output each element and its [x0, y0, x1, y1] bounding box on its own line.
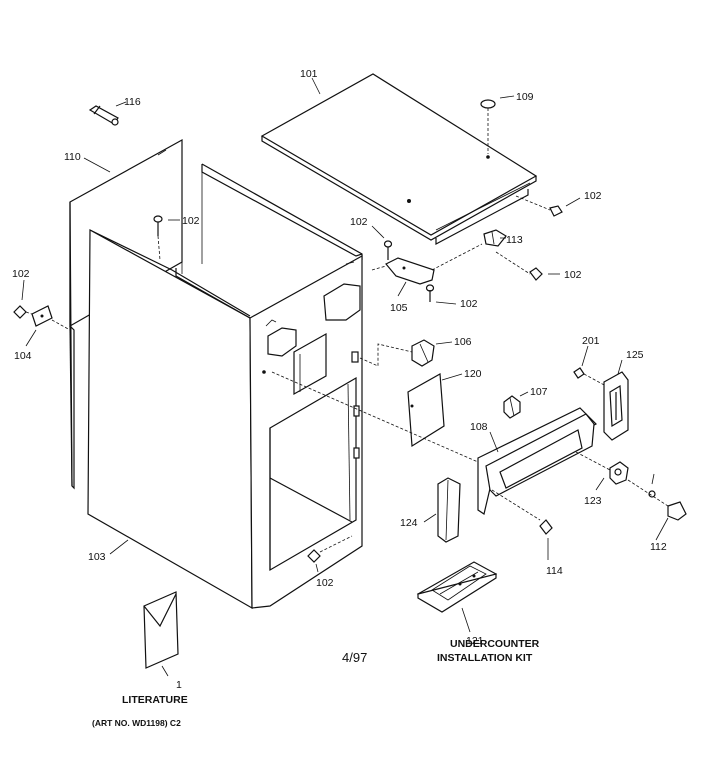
screw-handle	[539, 519, 553, 535]
label-101: 101	[300, 68, 318, 80]
label-104: 104	[14, 350, 32, 362]
knob-part	[480, 99, 496, 154]
label-102-bottom: 102	[316, 577, 334, 589]
top-cover	[260, 73, 538, 245]
leader-lines	[21, 77, 669, 677]
label-109: 109	[516, 91, 534, 103]
screw-latch	[573, 367, 607, 387]
hinge-part	[88, 105, 119, 126]
screw-bracket-top	[383, 240, 393, 260]
label-102-bracket-bottom: 102	[460, 298, 478, 310]
cap-part	[627, 473, 687, 521]
label-116: 116	[124, 96, 141, 108]
connector-part	[503, 395, 521, 419]
caption-kit-line1: UNDERCOUNTER	[450, 638, 540, 650]
label-114: 114	[546, 565, 563, 577]
label-108: 108	[470, 421, 488, 433]
label-124: 124	[400, 517, 418, 529]
hinge-bracket	[371, 243, 483, 285]
literature-envelope	[143, 591, 179, 669]
bracket-plate	[31, 305, 71, 331]
screw-top-left	[153, 215, 163, 261]
caption-kit-line2: INSTALLATION KIT	[437, 652, 533, 664]
label-107: 107	[530, 386, 548, 398]
label-120: 120	[464, 368, 482, 380]
label-1: 1	[176, 679, 182, 691]
label-106: 106	[454, 336, 472, 348]
cover-panel	[407, 373, 445, 448]
label-121: 121	[466, 635, 484, 647]
label-113: 113	[506, 234, 523, 246]
caption-literature: LITERATURE	[122, 694, 188, 706]
label-102-bracket-right: 102	[564, 269, 582, 281]
label-102-bracket-top: 102	[350, 216, 368, 228]
screw-bracket-right	[495, 251, 543, 281]
screw-bracket-bottom	[425, 284, 435, 302]
screw-bottom	[307, 535, 353, 563]
label-102-cover: 102	[584, 190, 602, 202]
screw-cover-right	[515, 195, 563, 217]
caption-date: 4/97	[342, 650, 367, 665]
label-110: 110	[64, 151, 81, 163]
cabinet	[87, 163, 363, 610]
dial-part	[575, 451, 629, 485]
handle-bar	[437, 477, 461, 543]
label-102-top-left: 102	[182, 215, 200, 227]
clip-part	[483, 229, 507, 247]
label-103: 103	[88, 551, 106, 563]
label-123: 123	[584, 495, 602, 507]
undercounter-kit	[416, 561, 498, 613]
label-112: 112	[650, 541, 667, 553]
label-102-left: 102	[12, 268, 30, 280]
switch-part	[359, 339, 435, 367]
latch-part	[603, 371, 629, 441]
label-105: 105	[390, 302, 408, 314]
label-125: 125	[626, 349, 644, 361]
label-201: 201	[582, 335, 600, 347]
handle-frame	[271, 371, 597, 521]
caption-art-number: (ART NO. WD1198) C2	[92, 718, 181, 728]
